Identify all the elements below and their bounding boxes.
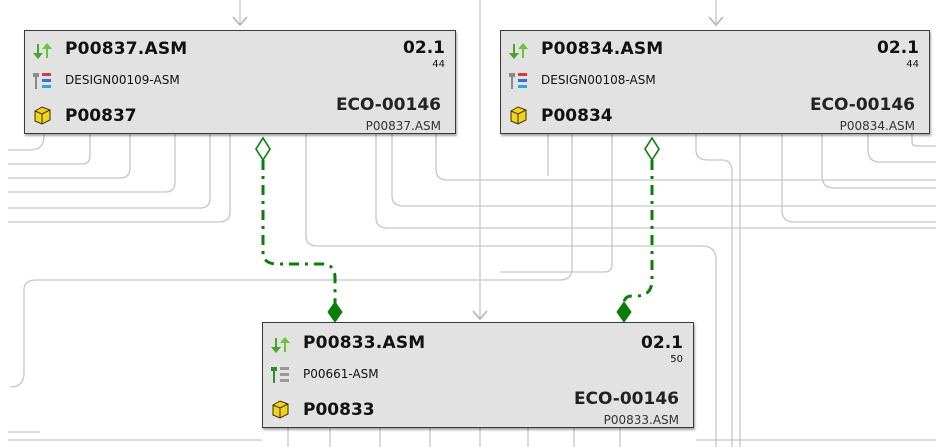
part-number-label: P00834 xyxy=(541,106,613,126)
part-number-label: P00837 xyxy=(65,106,137,126)
part-node-p00833[interactable]: P00833.ASM 02.1 50 P00661-ASM P00833 ECO… xyxy=(262,322,694,428)
design-tree-icon xyxy=(31,71,53,91)
eco-label: ECO-00146 xyxy=(573,389,679,409)
source-diamond-right xyxy=(644,136,660,162)
revise-arrows-icon xyxy=(31,41,53,61)
part-node-p00834[interactable]: P00834.ASM 02.1 44 DESIGN00108-ASM P0083… xyxy=(500,30,930,134)
part-node-p00837[interactable]: P00837.ASM 02.1 44 DESIGN00109-ASM P0083… xyxy=(24,30,456,134)
sequence-label: 44 xyxy=(432,59,445,70)
eco-label: ECO-00146 xyxy=(335,95,441,115)
relation-links xyxy=(261,160,654,305)
source-diamond-left xyxy=(255,136,271,162)
revision-label: 02.1 xyxy=(403,38,445,58)
link-p00837-to-p00833 xyxy=(261,160,337,304)
file-name-label: P00833.ASM xyxy=(603,413,679,427)
file-name-label: P00837.ASM xyxy=(365,119,441,133)
part-cube-icon xyxy=(269,399,291,419)
eco-label: ECO-00146 xyxy=(809,95,915,115)
target-diamond-right xyxy=(616,301,632,323)
part-cube-icon xyxy=(31,105,53,125)
revision-label: 02.1 xyxy=(641,333,683,353)
part-cube-icon xyxy=(507,105,529,125)
target-diamond-left xyxy=(327,301,343,323)
link-p00834-to-p00833 xyxy=(622,160,654,305)
node-title: P00833.ASM xyxy=(303,333,426,353)
design-tree-icon xyxy=(269,365,291,385)
revise-arrows-icon xyxy=(269,335,291,355)
sequence-label: 50 xyxy=(670,354,683,365)
design-label: P00661-ASM xyxy=(303,367,379,381)
file-name-label: P00834.ASM xyxy=(839,119,915,133)
sequence-label: 44 xyxy=(906,59,919,70)
revise-arrows-icon xyxy=(507,41,529,61)
design-label: DESIGN00108-ASM xyxy=(541,73,656,87)
part-number-label: P00833 xyxy=(303,400,375,420)
design-label: DESIGN00109-ASM xyxy=(65,73,180,87)
node-title: P00837.ASM xyxy=(65,39,188,59)
revision-label: 02.1 xyxy=(877,38,919,58)
design-tree-icon xyxy=(507,71,529,91)
node-title: P00834.ASM xyxy=(541,39,664,59)
